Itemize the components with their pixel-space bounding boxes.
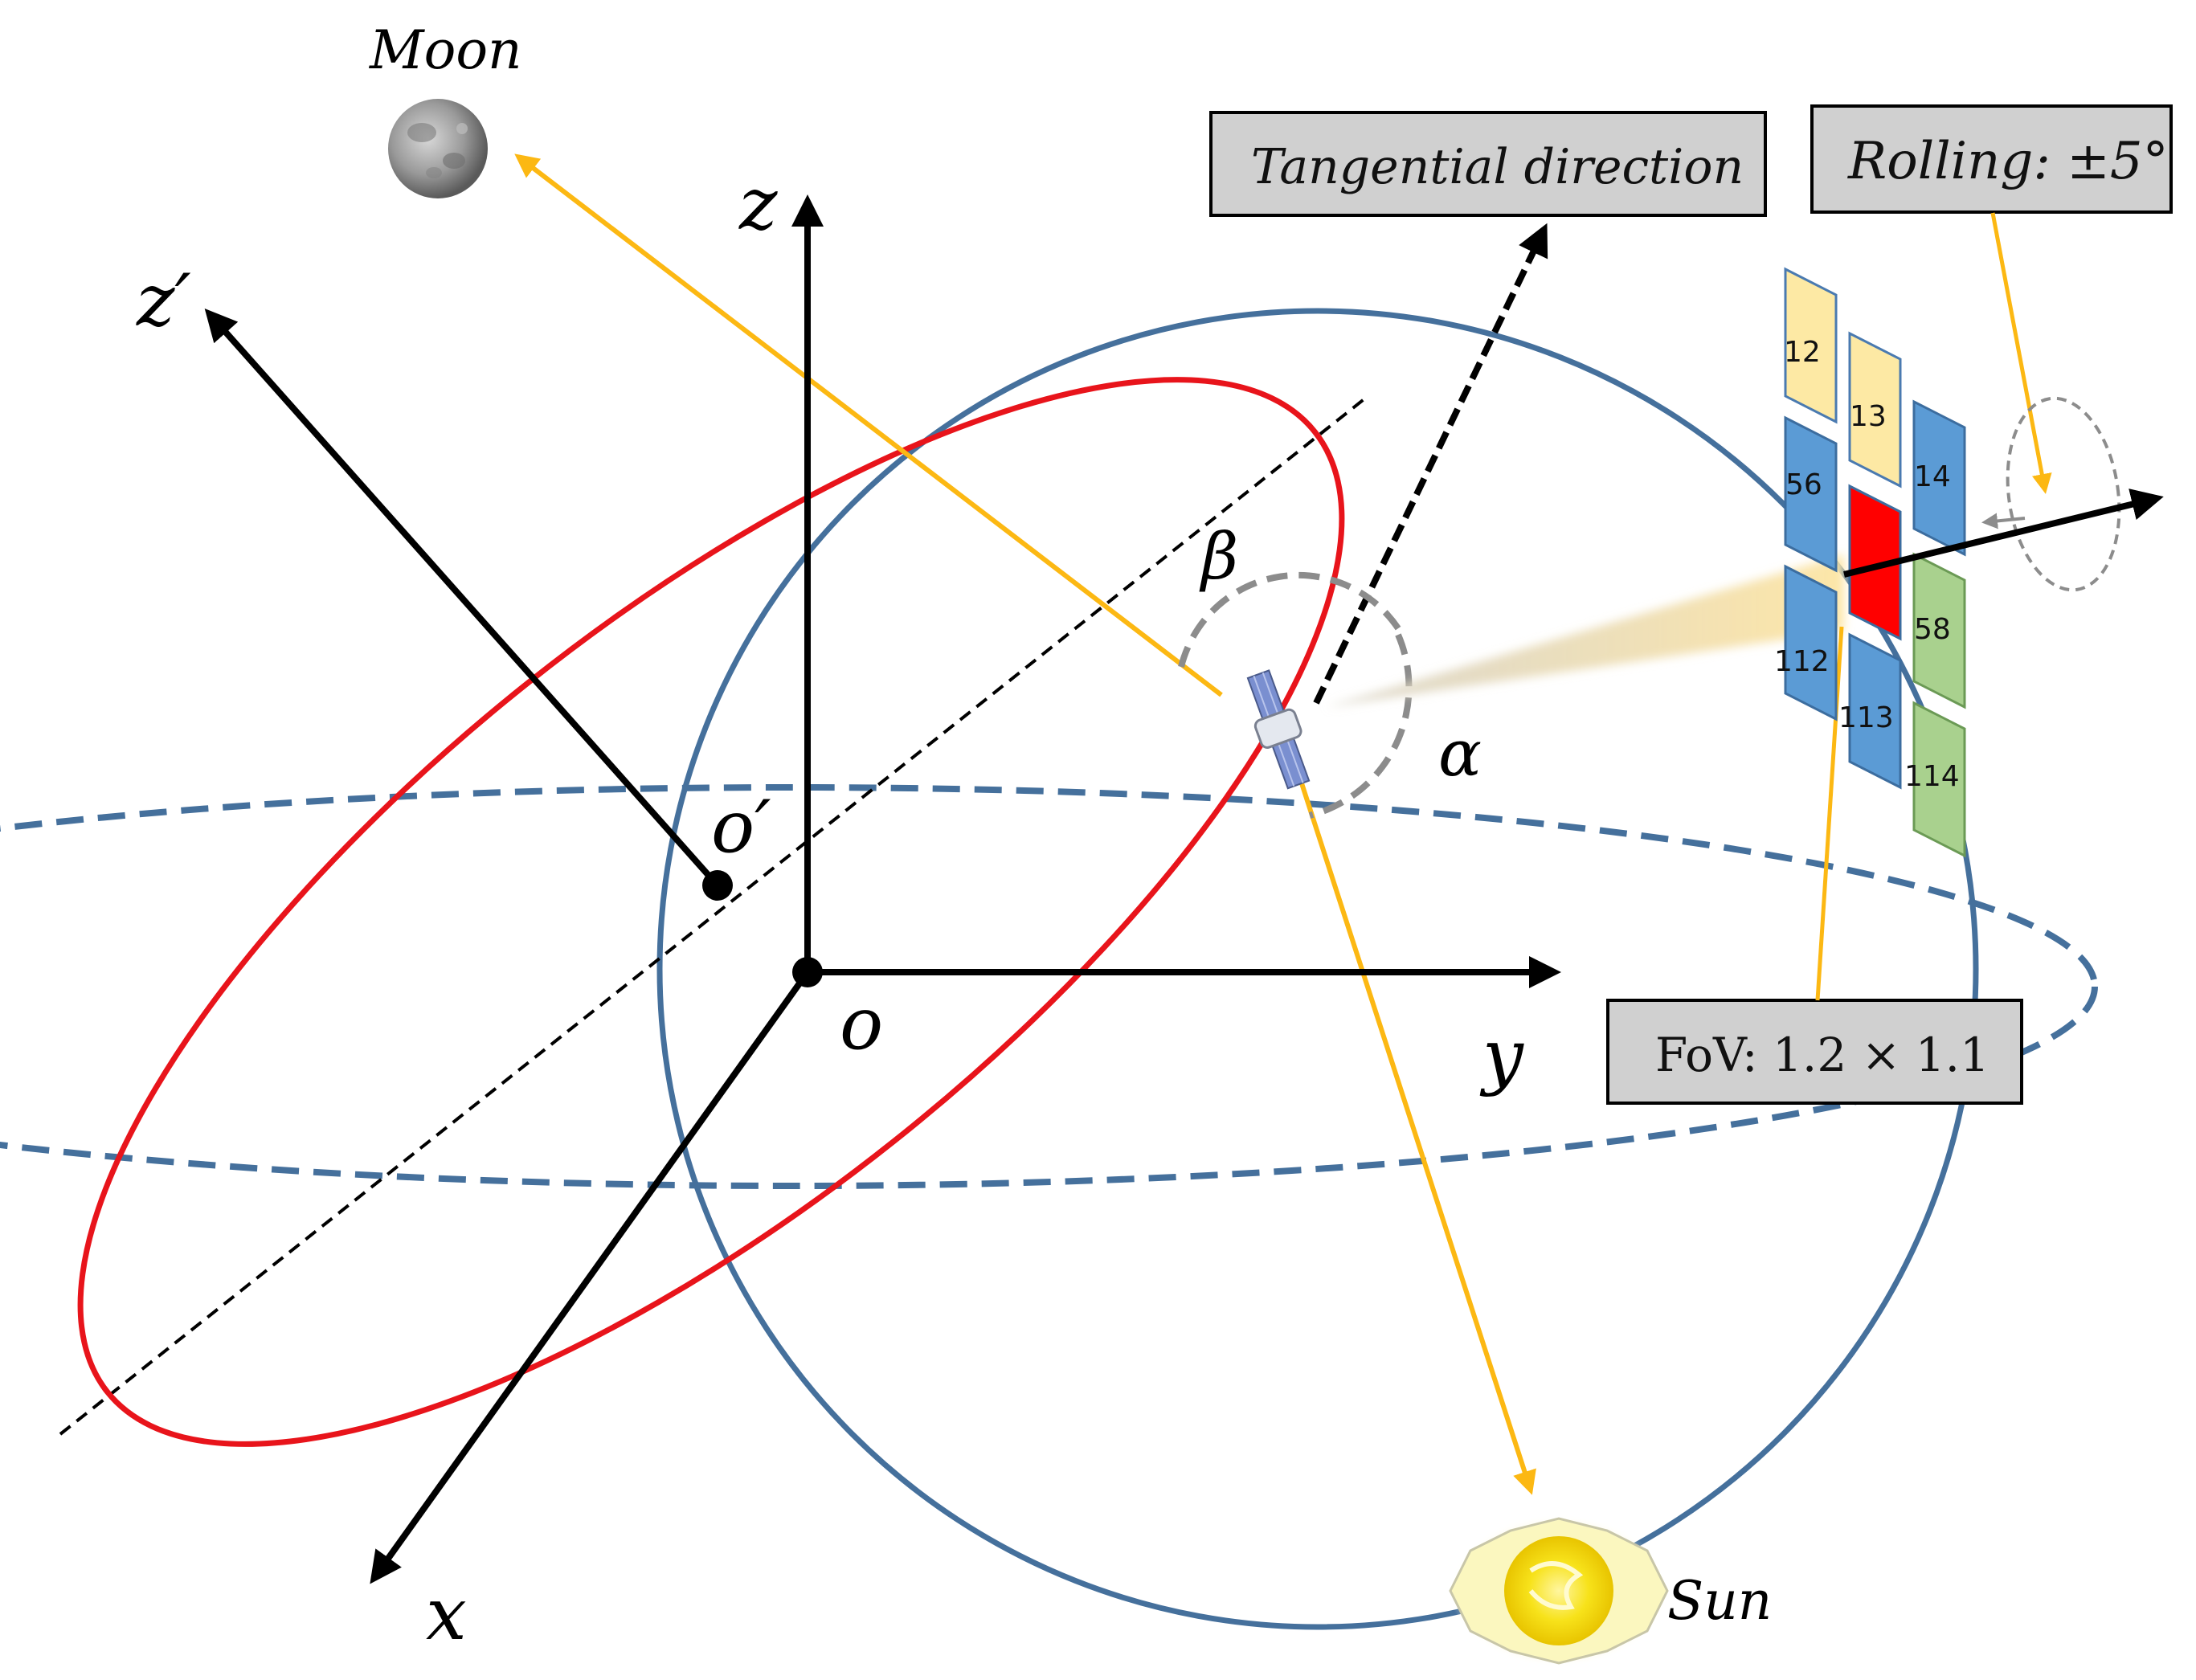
x-axis xyxy=(370,970,811,1584)
orbit-axis-line xyxy=(59,396,1368,1436)
origin-prime-point xyxy=(702,870,733,901)
tangential-box xyxy=(1209,111,1767,217)
tile-114 xyxy=(1912,701,1966,858)
tile-113-label: 113 xyxy=(1838,701,1894,734)
tile-13 xyxy=(1848,331,1902,488)
z-prime-axis xyxy=(204,309,720,888)
alpha-arc xyxy=(1308,633,1413,819)
orbit-ellipse xyxy=(77,377,1345,1447)
origin-point xyxy=(792,957,823,987)
tile-12-label: 12 xyxy=(1784,336,1821,369)
moon-icon xyxy=(388,99,488,198)
rolling-text: Rolling: ±5° xyxy=(1847,132,2169,191)
beta-arc xyxy=(1178,571,1405,668)
tile-13-label: 13 xyxy=(1850,400,1887,433)
tile-112 xyxy=(1784,564,1838,721)
tile-56 xyxy=(1784,415,1838,573)
tile-58 xyxy=(1912,552,1966,709)
origin-label: o xyxy=(840,982,883,1066)
boresight-arrow xyxy=(1843,488,2164,578)
z-axis-label: z xyxy=(738,162,778,247)
tile-14-label: 14 xyxy=(1914,460,1951,493)
z-prime-axis-label: z′ xyxy=(136,259,191,343)
beta-label: β xyxy=(1199,519,1238,594)
tangential-arrow xyxy=(1313,223,1548,705)
tile-58-label: 58 xyxy=(1914,613,1951,646)
x-axis-label: x xyxy=(426,1572,467,1657)
rolling-ellipse-arrowhead xyxy=(1981,513,2026,529)
tangential-text: Tangential direction xyxy=(1251,139,1744,195)
satellite-icon xyxy=(1246,669,1311,790)
equator-ellipse xyxy=(0,784,2098,1189)
tile-114-label: 114 xyxy=(1904,760,1960,793)
moon-sight-line xyxy=(514,153,1223,697)
tile-56-label: 56 xyxy=(1785,468,1822,501)
rolling-box xyxy=(1810,104,2173,214)
tile-grid xyxy=(1784,267,1966,858)
rolling-ellipse xyxy=(2006,396,2121,592)
moon-label: Moon xyxy=(369,19,522,81)
tile-113 xyxy=(1848,632,1902,790)
sun-icon xyxy=(1449,1514,1669,1667)
sun-sight-line xyxy=(1299,783,1536,1495)
fov-leader xyxy=(1815,626,1844,1001)
tile-12 xyxy=(1784,267,1838,424)
y-axis-label: y xyxy=(1479,1014,1524,1098)
rolling-leader xyxy=(1990,212,2052,494)
fov-box xyxy=(1606,999,2023,1105)
celestial-sphere xyxy=(656,308,1979,1630)
fov-beam xyxy=(1326,554,1844,707)
fov-text: FoV: 1.2 × 1.1 xyxy=(1655,1028,1989,1082)
tile-112-label: 112 xyxy=(1774,645,1830,678)
alpha-label: α xyxy=(1438,716,1482,791)
tile-14 xyxy=(1912,399,1966,557)
origin-prime-label: o′ xyxy=(711,785,771,869)
sun-label: Sun xyxy=(1667,1570,1772,1632)
